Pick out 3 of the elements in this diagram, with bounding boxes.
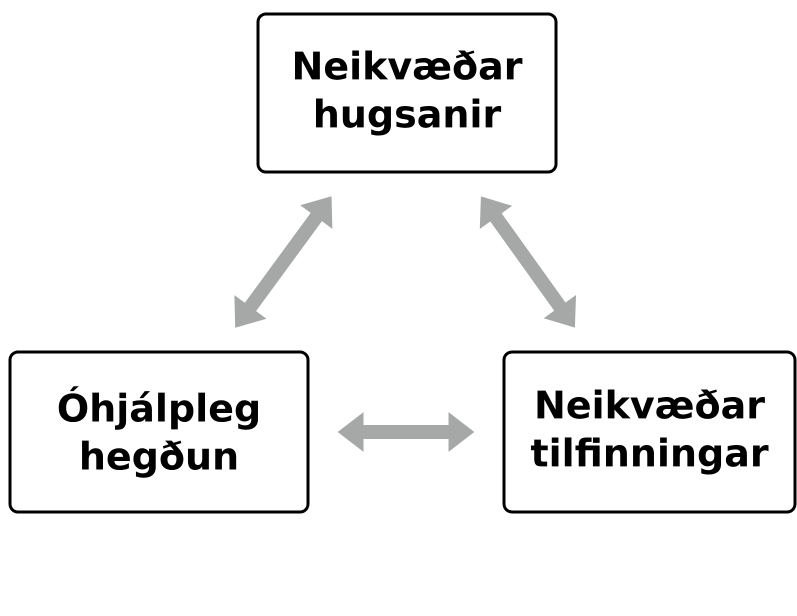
text-box: Óhjálpleg hegðun [8, 350, 310, 514]
text-box: Neikvæðar tilfinningar [502, 350, 796, 514]
text-box: Neikvæðar hugsanir [256, 12, 558, 174]
